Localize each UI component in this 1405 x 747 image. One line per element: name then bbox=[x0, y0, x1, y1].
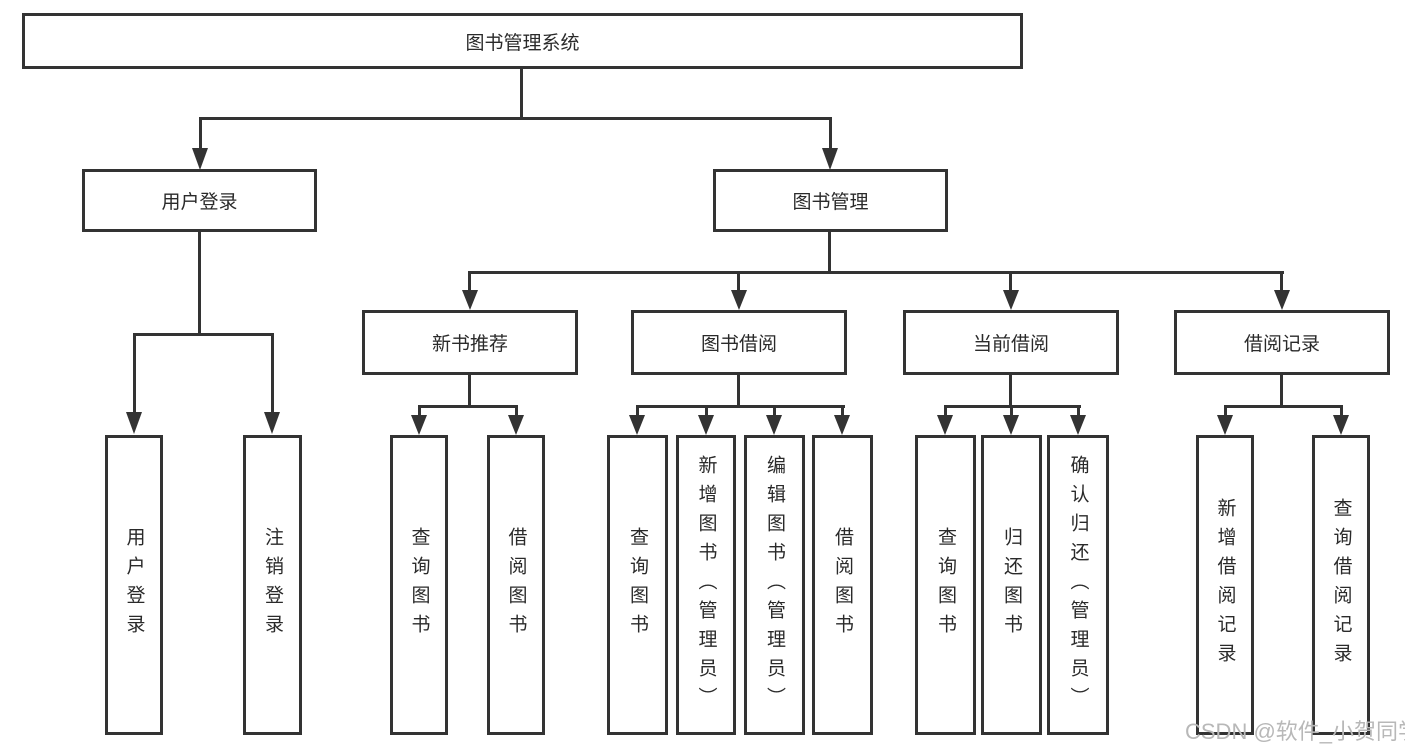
node-label: 用户登录 bbox=[161, 192, 238, 213]
node-label: 确认归还（管理员） bbox=[1067, 454, 1089, 716]
connector-stem bbox=[515, 405, 518, 418]
node-library-management-system: 图书管理系统 bbox=[22, 13, 1023, 69]
connector-stem bbox=[1009, 271, 1012, 293]
connector-stem bbox=[636, 405, 639, 418]
arrow-down-icon bbox=[192, 148, 208, 170]
connector-stem-book-management bbox=[829, 117, 832, 150]
connector-section-split bbox=[1224, 405, 1343, 408]
connector-stem bbox=[1340, 405, 1343, 418]
node-label: 注销登录 bbox=[262, 527, 283, 643]
connector-section-split bbox=[636, 405, 845, 408]
arrow-down-icon bbox=[1003, 415, 1019, 435]
connector-section-stub bbox=[1009, 374, 1012, 408]
leaf-query-books-borrow: 查询图书 bbox=[607, 435, 668, 735]
node-user-login: 用户登录 bbox=[82, 169, 317, 232]
node-label: 借阅图书 bbox=[832, 527, 853, 643]
arrow-down-icon bbox=[462, 290, 478, 310]
node-label: 查询图书 bbox=[627, 527, 648, 643]
node-label: 编辑图书（管理员） bbox=[764, 454, 785, 716]
arrow-down-icon bbox=[731, 290, 747, 310]
arrow-down-icon bbox=[264, 412, 280, 434]
connector-stem bbox=[1010, 405, 1013, 418]
connector-stem bbox=[737, 271, 740, 293]
leaf-confirm-return-admin: 确认归还（管理员） bbox=[1047, 435, 1109, 735]
arrow-down-icon bbox=[698, 415, 714, 435]
node-label: 借阅图书 bbox=[505, 527, 527, 643]
connector-stem bbox=[1280, 271, 1283, 293]
connector-user-login-split bbox=[133, 333, 274, 336]
leaf-query-borrow-record: 查询借阅记录 bbox=[1312, 435, 1370, 735]
connector-section-stub bbox=[1280, 374, 1283, 408]
leaf-borrow-books: 借阅图书 bbox=[812, 435, 873, 735]
arrow-down-icon bbox=[508, 415, 524, 435]
connector-stem bbox=[705, 405, 708, 418]
arrow-down-icon bbox=[1274, 290, 1290, 310]
arrow-down-icon bbox=[1217, 415, 1233, 435]
node-borrow-records: 借阅记录 bbox=[1174, 310, 1390, 375]
connector-stem bbox=[133, 333, 136, 414]
arrow-down-icon bbox=[1070, 415, 1086, 435]
node-label: 查询图书 bbox=[408, 527, 430, 643]
leaf-borrow-books-recommend: 借阅图书 bbox=[487, 435, 545, 735]
node-current-borrow: 当前借阅 bbox=[903, 310, 1119, 375]
leaf-edit-book-admin: 编辑图书（管理员） bbox=[744, 435, 805, 735]
node-label: 图书借阅 bbox=[700, 334, 777, 355]
leaf-logout: 注销登录 bbox=[243, 435, 302, 735]
connector-book-management-stub bbox=[828, 232, 831, 274]
node-label: 借阅记录 bbox=[1243, 334, 1320, 355]
node-label: 新书推荐 bbox=[431, 334, 508, 355]
arrow-down-icon bbox=[411, 415, 427, 435]
connector-user-login-stub bbox=[198, 232, 201, 336]
connector-stem bbox=[944, 405, 947, 418]
connector-section-stub bbox=[468, 374, 471, 408]
connector-root-stub bbox=[520, 69, 523, 118]
connector-level3-spine bbox=[469, 271, 1284, 274]
leaf-add-book-admin: 新增图书（管理员） bbox=[676, 435, 736, 735]
arrow-down-icon bbox=[126, 412, 142, 434]
csdn-watermark: CSDN @软件_小贺同学 bbox=[1185, 719, 1405, 744]
leaf-return-book: 归还图书 bbox=[981, 435, 1042, 735]
node-label: 归还图书 bbox=[1001, 527, 1022, 643]
connector-stem-user-login bbox=[199, 117, 202, 150]
arrow-down-icon bbox=[822, 148, 838, 170]
node-label: 新增借阅记录 bbox=[1214, 498, 1236, 672]
arrow-down-icon bbox=[937, 415, 953, 435]
connector-section-stub bbox=[737, 374, 740, 408]
connector-root-spine bbox=[199, 117, 832, 120]
leaf-add-borrow-record: 新增借阅记录 bbox=[1196, 435, 1254, 735]
connector-stem bbox=[468, 271, 471, 293]
node-label: 用户登录 bbox=[123, 527, 145, 643]
leaf-query-books-current: 查询图书 bbox=[915, 435, 976, 735]
node-new-book-recommend: 新书推荐 bbox=[362, 310, 578, 375]
connector-stem bbox=[1224, 405, 1227, 418]
arrow-down-icon bbox=[1003, 290, 1019, 310]
node-book-borrow: 图书借阅 bbox=[631, 310, 847, 375]
arrow-down-icon bbox=[1333, 415, 1349, 435]
arrow-down-icon bbox=[629, 415, 645, 435]
node-label: 当前借阅 bbox=[972, 334, 1049, 355]
connector-stem bbox=[418, 405, 421, 418]
connector-stem bbox=[773, 405, 776, 418]
node-label: 查询图书 bbox=[935, 527, 956, 643]
node-label: 图书管理 bbox=[792, 192, 869, 213]
arrow-down-icon bbox=[834, 415, 850, 435]
connector-stem bbox=[271, 333, 274, 414]
connector-section-split bbox=[418, 405, 518, 408]
node-label: 新增图书（管理员） bbox=[695, 454, 717, 716]
node-book-management: 图书管理 bbox=[713, 169, 948, 232]
node-label: 图书管理系统 bbox=[465, 32, 580, 54]
leaf-query-books-recommend: 查询图书 bbox=[390, 435, 448, 735]
connector-stem bbox=[1077, 405, 1080, 418]
leaf-user-login: 用户登录 bbox=[105, 435, 163, 735]
arrow-down-icon bbox=[766, 415, 782, 435]
node-label: 查询借阅记录 bbox=[1330, 498, 1352, 672]
connector-stem bbox=[841, 405, 844, 418]
